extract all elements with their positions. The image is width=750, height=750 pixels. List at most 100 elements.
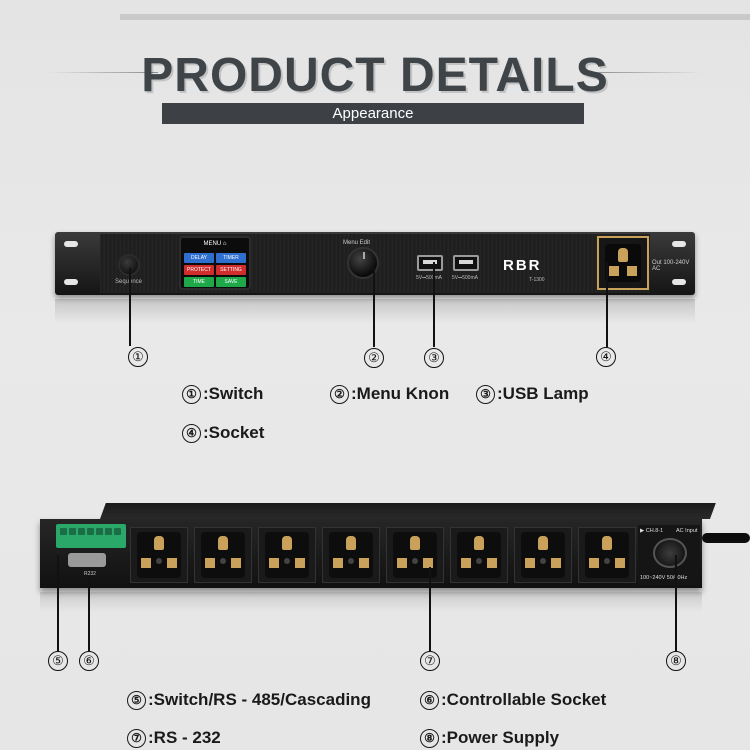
model-number: T-1300 xyxy=(529,277,545,283)
legend-text: :Switch xyxy=(203,384,264,403)
socket-hole xyxy=(220,558,226,564)
socket-pin xyxy=(397,558,407,568)
legend-text: :USB Lamp xyxy=(497,384,589,403)
socket-hole xyxy=(604,558,610,564)
socket-pin xyxy=(589,558,599,568)
back-socket-7[interactable] xyxy=(514,527,572,583)
usb-port-2-label: 5V⎓500mA xyxy=(452,275,478,281)
socket-icon xyxy=(521,532,565,578)
legend-text: :Power Supply xyxy=(441,728,560,747)
legend-text: :Menu Knon xyxy=(351,384,450,403)
rs232-label: R232 xyxy=(84,571,96,577)
back-socket-6[interactable] xyxy=(450,527,508,583)
socket-pin xyxy=(154,536,164,550)
callout-marker-1: ① xyxy=(128,347,148,367)
callout-line-7 xyxy=(429,567,431,651)
output-voltage-label: Out 100-240V AC xyxy=(652,260,690,272)
menu-knob-label: Menu Edit xyxy=(343,240,371,246)
power-cable xyxy=(702,533,750,543)
screen-protect-button[interactable]: PROTECT xyxy=(184,265,214,275)
socket-pin xyxy=(269,558,279,568)
back-socket-2[interactable] xyxy=(194,527,252,583)
callout-marker-2: ② xyxy=(364,348,384,368)
callout-marker-3: ③ xyxy=(424,348,444,368)
power-inlet[interactable] xyxy=(653,538,687,568)
socket-hole xyxy=(412,558,418,564)
legend-text: :RS - 232 xyxy=(148,728,221,747)
usb-port-2[interactable] xyxy=(453,255,479,271)
page-title: PRODUCT DETAILS xyxy=(141,49,609,102)
callout-marker-6: ⑥ xyxy=(79,651,99,671)
screen-delay-button[interactable]: DELAY xyxy=(184,253,214,263)
callout-line-3 xyxy=(433,262,435,347)
rack-ear-hole xyxy=(672,241,686,247)
callout-line-8 xyxy=(675,555,677,651)
back-socket-5[interactable] xyxy=(386,527,444,583)
socket-pin xyxy=(551,558,561,568)
rack-ear-hole xyxy=(64,241,78,247)
usb-port-1[interactable] xyxy=(417,255,443,271)
callout-marker-8: ⑧ xyxy=(666,651,686,671)
brand-logo: RBR xyxy=(503,257,542,274)
terminal-screw xyxy=(96,528,103,535)
socket-pin xyxy=(627,266,637,276)
legend-socket: ④:Socket xyxy=(182,423,264,443)
socket-pin xyxy=(346,536,356,550)
screen-timer-button[interactable]: TIMER xyxy=(216,253,246,263)
knob-indicator xyxy=(363,252,365,259)
callout-line-4 xyxy=(606,262,608,347)
back-socket-1[interactable] xyxy=(130,527,188,583)
callout-marker-5: ⑤ xyxy=(48,651,68,671)
ac-input-label: AC Input xyxy=(676,528,698,534)
front-socket[interactable] xyxy=(597,236,649,290)
touch-screen[interactable]: MENU ⌂ DELAY TIMER PROTECT SETTING TIME … xyxy=(179,236,251,290)
legend-num: ③ xyxy=(476,384,495,404)
callout-line-2 xyxy=(373,268,375,347)
socket-pin xyxy=(231,558,241,568)
legend-num: ⑦ xyxy=(127,728,146,748)
back-socket-3[interactable] xyxy=(258,527,316,583)
terminal-block[interactable] xyxy=(56,524,126,548)
socket-icon xyxy=(605,244,641,282)
back-reflection xyxy=(40,592,702,612)
callout-line-5 xyxy=(57,555,59,651)
front-panel-device: Sequence MENU ⌂ DELAY TIMER PROTECT SETT… xyxy=(55,232,695,297)
socket-icon xyxy=(201,532,245,578)
legend-num: ⑧ xyxy=(420,728,439,748)
legend-text: :Switch/RS - 485/Cascading xyxy=(148,690,371,709)
rs232-port[interactable] xyxy=(68,553,106,567)
back-socket-8[interactable] xyxy=(578,527,636,583)
socket-pin xyxy=(410,536,420,550)
legend-usb-lamp: ③:USB Lamp xyxy=(476,384,589,404)
legend-rs232: ⑦:RS - 232 xyxy=(127,728,221,748)
terminal-screw xyxy=(69,528,76,535)
socket-pin xyxy=(333,558,343,568)
socket-pin xyxy=(602,536,612,550)
back-socket-4[interactable] xyxy=(322,527,380,583)
page-subtitle: Appearance xyxy=(162,103,584,124)
title-left-line xyxy=(48,72,158,73)
socket-icon xyxy=(137,532,181,578)
socket-hole xyxy=(540,558,546,564)
screen-save-button[interactable]: SAVE xyxy=(216,277,246,287)
power-rating-label: 100~240V 50/60Hz xyxy=(640,575,688,581)
socket-pin xyxy=(423,558,433,568)
terminal-screw xyxy=(114,528,121,535)
screen-setting-button[interactable]: SETTING xyxy=(216,265,246,275)
socket-hole xyxy=(348,558,354,564)
legend-num: ② xyxy=(330,384,349,404)
terminal-screw xyxy=(78,528,85,535)
rack-ear-hole xyxy=(64,279,78,285)
socket-pin xyxy=(218,536,228,550)
socket-pin xyxy=(359,558,369,568)
screen-time-button[interactable]: TIME xyxy=(184,277,214,287)
callout-line-1 xyxy=(129,268,131,346)
callout-marker-7: ⑦ xyxy=(420,651,440,671)
channel-label: ▶ CH.8-1 xyxy=(640,528,664,534)
usb-icon xyxy=(459,260,473,264)
socket-icon xyxy=(457,532,501,578)
legend-num: ④ xyxy=(182,423,201,443)
socket-hole xyxy=(476,558,482,564)
socket-pin xyxy=(618,248,628,262)
legend-menu-knob: ②:Menu Knon xyxy=(330,384,449,404)
